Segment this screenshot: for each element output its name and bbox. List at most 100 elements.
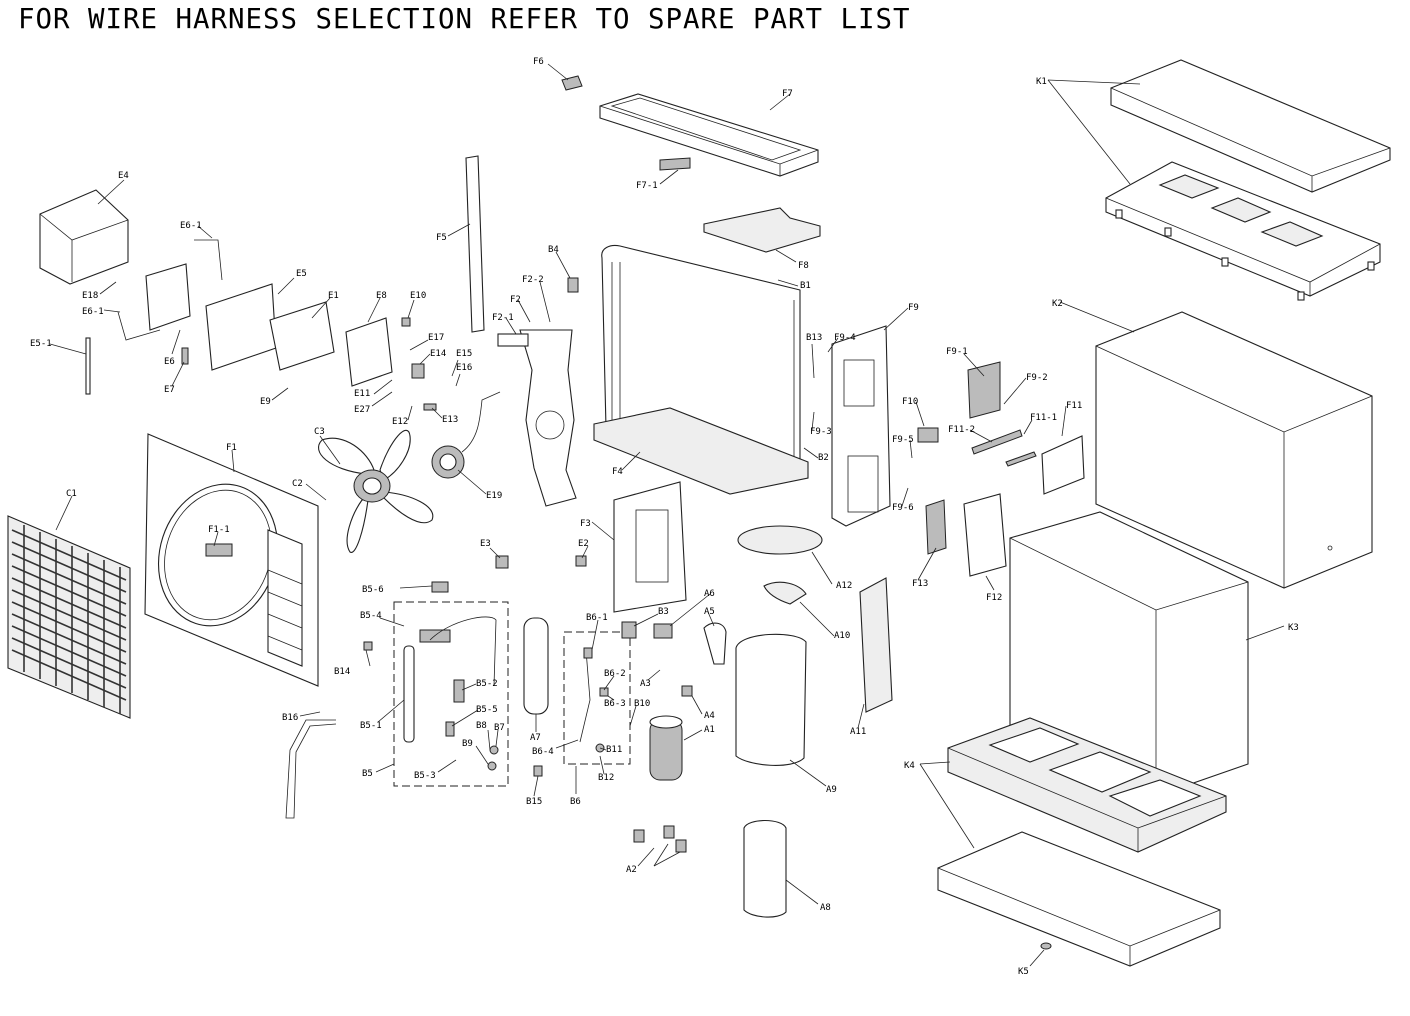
part-k1-top-cover: [1105, 59, 1391, 301]
page-title: FOR WIRE HARNESS SELECTION REFER TO SPAR…: [18, 2, 911, 35]
label-a10: A10: [834, 631, 850, 641]
label-k1: K1: [1036, 77, 1047, 87]
label-e6: E6: [164, 357, 175, 367]
label-b12: B12: [598, 773, 614, 783]
part-a2-rubber-feet: [633, 825, 687, 853]
part-k2-rear-panel: [1095, 311, 1373, 589]
label-a9: A9: [826, 785, 837, 795]
part-f3-partition: [613, 481, 687, 613]
part-f11-cover: [967, 361, 1085, 495]
part-f9-side-panel: [831, 325, 891, 527]
label-b6-3: B6-3: [604, 699, 626, 709]
label-f2-2: F2-2: [522, 275, 544, 285]
label-a2: A2: [626, 865, 637, 875]
group-b5-four-way-valve: [393, 601, 509, 787]
label-a4: A4: [704, 711, 715, 721]
part-e10: [401, 317, 411, 327]
label-c1: C1: [66, 489, 77, 499]
label-k4: K4: [904, 761, 915, 771]
label-b5: B5: [362, 769, 373, 779]
part-f12-panel: [963, 493, 1007, 577]
label-b8: B8: [476, 721, 487, 731]
label-f2: F2: [510, 295, 521, 305]
part-k4-base-tray: [947, 717, 1227, 853]
label-e5: E5: [296, 269, 307, 279]
label-f6: F6: [533, 57, 544, 67]
label-e18: E18: [82, 291, 98, 301]
label-f9-6: F9-6: [892, 503, 914, 513]
label-b5-3: B5-3: [414, 771, 436, 781]
label-f7: F7: [782, 89, 793, 99]
label-k5: K5: [1018, 967, 1029, 977]
label-b5-5: B5-5: [476, 705, 498, 715]
part-b4: [567, 277, 579, 293]
label-b6-4: B6-4: [532, 747, 554, 757]
label-k3: K3: [1288, 623, 1299, 633]
label-f11: F11: [1066, 401, 1082, 411]
part-c3-fan-blade: [318, 429, 434, 553]
label-a3: A3: [640, 679, 651, 689]
label-e2: E2: [578, 539, 589, 549]
part-f5-pillar: [465, 155, 485, 333]
label-e1: E1: [328, 291, 339, 301]
label-f7-1: F7-1: [636, 181, 658, 191]
label-f10: F10: [902, 397, 918, 407]
label-e27: E27: [354, 405, 370, 415]
part-b1-condenser: [593, 244, 809, 495]
label-b5-4: B5-4: [360, 611, 382, 621]
part-a6: [653, 623, 673, 639]
label-b5-6: B5-6: [362, 585, 384, 595]
part-a11-panel: [859, 577, 893, 713]
label-e17: E17: [428, 333, 444, 343]
label-f9-1: F9-1: [946, 347, 968, 357]
part-k5-drain-pan: [937, 831, 1221, 967]
part-b5-6: [431, 581, 449, 593]
label-b13: B13: [806, 333, 822, 343]
part-f1-front-panel: [144, 433, 319, 687]
part-a1-compressor: [649, 715, 683, 781]
label-b4: B4: [548, 245, 559, 255]
part-a5: [703, 622, 727, 665]
part-labels: F6 F7 F7-1 F8 F5 B4 B1 F2-2 F2 F2-1 E4 E…: [30, 57, 1299, 977]
leader-lines: [49, 63, 1285, 967]
part-b5-valve-assembly: [403, 616, 499, 771]
label-f13: F13: [912, 579, 928, 589]
part-f8-plate: [703, 207, 821, 253]
part-a10-plate: [763, 581, 807, 605]
part-b14: [363, 641, 373, 651]
label-e19: E19: [486, 491, 502, 501]
label-e7: E7: [164, 385, 175, 395]
label-f1-1: F1-1: [208, 525, 230, 535]
label-f9-2: F9-2: [1026, 373, 1048, 383]
part-e4-electric-box: [39, 189, 129, 285]
part-b16-pipe: [285, 719, 337, 819]
label-f8: F8: [798, 261, 809, 271]
label-f11-2: F11-2: [948, 425, 975, 435]
label-e15: E15: [456, 349, 472, 359]
label-b6-2: B6-2: [604, 669, 626, 679]
label-k2: K2: [1052, 299, 1063, 309]
label-a7: A7: [530, 733, 541, 743]
part-a12-plate: [737, 525, 823, 555]
label-e12: E12: [392, 417, 408, 427]
label-f9-5: F9-5: [892, 435, 914, 445]
label-f9: F9: [908, 303, 919, 313]
label-e9: E9: [260, 397, 271, 407]
label-a8: A8: [820, 903, 831, 913]
label-b6-1: B6-1: [586, 613, 608, 623]
label-b10: B10: [634, 699, 650, 709]
part-f10: [917, 427, 939, 443]
label-e14: E14: [430, 349, 446, 359]
label-e6-1-top: E6-1: [180, 221, 202, 231]
part-f13-bracket: [925, 499, 947, 555]
label-e4: E4: [118, 171, 129, 181]
label-e8: E8: [376, 291, 387, 301]
label-e16: E16: [456, 363, 472, 373]
part-e6-1-cable-lower: [117, 311, 161, 341]
label-b3: B3: [658, 607, 669, 617]
label-b2: B2: [818, 453, 829, 463]
part-f7-top-plate: [599, 93, 819, 177]
part-b3: [621, 621, 637, 639]
label-b6: B6: [570, 797, 581, 807]
